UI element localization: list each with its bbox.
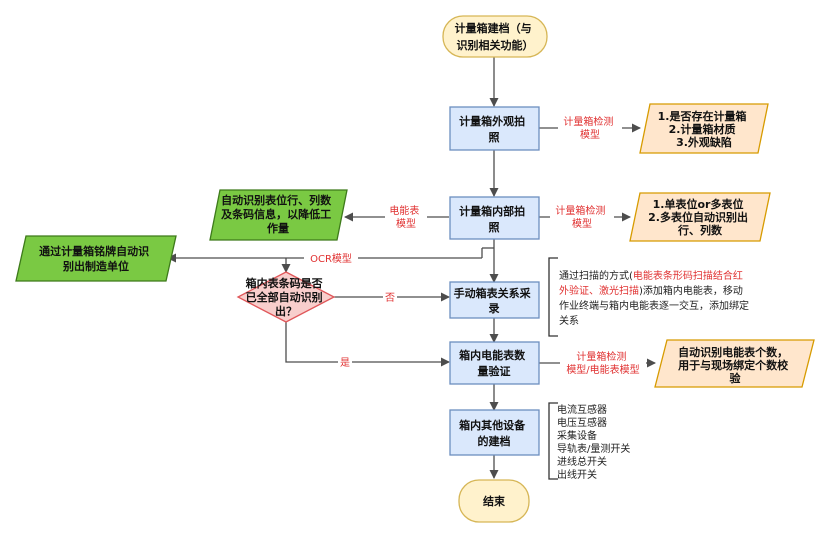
manual-node: 手动箱表关系采 录 [449, 281, 540, 319]
start-node-label: 计量箱建档（与 识别相关功能） [455, 21, 536, 52]
edge-label-meter-model: 电能表 模型 [389, 204, 422, 230]
manual-label: 手动箱表关系采 录 [454, 286, 535, 315]
verify-result-node: 自动识别电能表个数， 用于与现场绑定个数校 验 [654, 339, 815, 388]
edge-label-bg-box-detect-1 [558, 114, 622, 142]
nameplate-shape [15, 235, 177, 282]
scan-annotation-suffix-1: )添加箱内电能表，移动 [639, 284, 743, 297]
edge-label-ocr: OCR模型 [310, 252, 352, 265]
end-terminator-shape [458, 479, 530, 523]
edge-label-bg-no [383, 290, 397, 304]
edge-label-bg-yes [338, 355, 352, 369]
inner-result-node: 1.单表位or多表位 2.多表位自动识别出 行、列数 [629, 192, 771, 242]
device-item: 电压互感器 [557, 416, 607, 429]
device-item: 进线总开关 [557, 455, 607, 468]
device-item: 电流互感器 [557, 403, 607, 416]
meter-auto-node: 自动识别表位行、列数 及条码信息，以降低工 作量 [209, 189, 348, 241]
other-devices-node: 箱内其他设备 的建档 [449, 409, 540, 456]
edge-label-box-detect-1: 计量箱检测 模型 [563, 115, 616, 141]
device-item: 出线开关 [557, 468, 597, 481]
verify-result-shape [654, 339, 815, 388]
devices-annotation: 电流互感器 电压互感器 采集设备 导轨表/量测开关 进线总开关 出线开关 [557, 403, 634, 481]
appearance-photo-label: 计量箱外观拍 照 [459, 114, 529, 144]
scan-annotation: 通过扫描的方式(电能表条形码扫描结合红 外验证、激光扫描)添加箱内电能表，移动 … [559, 269, 752, 327]
inner-result-shape [629, 192, 771, 242]
start-terminator-shape [442, 15, 548, 58]
appearance-photo-node: 计量箱外观拍 照 [449, 106, 540, 151]
verify-node: 箱内电能表数 量验证 [449, 341, 540, 385]
edge-label-bg-meter-model [385, 203, 427, 231]
decision-diamond-shape [236, 271, 336, 323]
verify-shape [449, 341, 540, 385]
appearance-result-node: 1.是否存在计量箱 2.计量箱材质 3.外观缺陷 [639, 103, 769, 154]
edge-label-bg-box-meter-model [560, 348, 646, 378]
appearance-result-label: 1.是否存在计量箱 2.计量箱材质 3.外观缺陷 [658, 109, 751, 149]
device-item: 导轨表/量测开关 [557, 442, 630, 455]
other-devices-shape [449, 409, 540, 456]
scan-annotation-prefix: 通过扫描的方式( [559, 269, 633, 282]
inner-result-label: 1.单表位or多表位 2.多表位自动识别出 行、列数 [648, 197, 752, 237]
scan-annotation-red-2: 外验证、激光扫描 [559, 284, 639, 297]
start-node: 计量箱建档（与 识别相关功能） [442, 15, 548, 58]
inner-photo-shape [449, 196, 540, 240]
edge-label-box-detect-2: 计量箱检测 模型 [555, 204, 608, 230]
scan-annotation-suffix-2: 作业终端与箱内电能表逐一交互，添加绑定 [559, 299, 749, 312]
inner-photo-node: 计量箱内部拍 照 [449, 196, 540, 240]
nameplate-node: 通过计量箱铭牌自动识 别出制造单位 [15, 235, 177, 282]
decision-node: 箱内表条码是否 已全部自动识别 出？ [236, 271, 336, 323]
scan-annotation-suffix-3: 关系 [559, 314, 579, 327]
appearance-photo-shape [449, 106, 540, 151]
inner-photo-label: 计量箱内部拍 照 [459, 204, 529, 234]
device-item: 采集设备 [557, 429, 597, 442]
edge-label-yes: 是 [340, 357, 350, 369]
edge-label-box-meter-model: 计量箱检测 模型/电能表模型 [566, 350, 639, 376]
edge-decision-yes [285, 322, 450, 367]
meter-auto-shape [209, 189, 348, 241]
appearance-result-shape [639, 103, 769, 154]
end-label: 结束 [482, 494, 506, 508]
verify-result-label: 自动识别电能表个数， 用于与现场绑定个数校 验 [678, 345, 792, 385]
nameplate-label: 通过计量箱铭牌自动识 别出制造单位 [39, 244, 153, 273]
edge-label-bg-ocr [304, 251, 358, 265]
end-node: 结束 [458, 479, 530, 523]
manual-shape [449, 281, 540, 319]
edge-label-bg-box-detect-2 [550, 203, 614, 231]
meter-auto-label: 自动识别表位行、列数 及条码信息，以降低工 作量 [221, 193, 335, 235]
scan-annotation-red-1: 电能表条形码扫描结合红 [633, 269, 743, 282]
edge-labels: 计量箱检测 模型 计量箱检测 模型 电能表 模型 OCR模型 否 是 计量箱检测… [304, 114, 646, 378]
devices-bracket [548, 402, 558, 480]
scan-bracket [548, 257, 558, 337]
decision-label: 箱内表条码是否 已全部自动识别 出？ [246, 276, 327, 318]
verify-label: 箱内电能表数 量验证 [459, 348, 529, 378]
edge-label-no: 否 [385, 292, 395, 304]
other-devices-label: 箱内其他设备 的建档 [459, 418, 529, 448]
